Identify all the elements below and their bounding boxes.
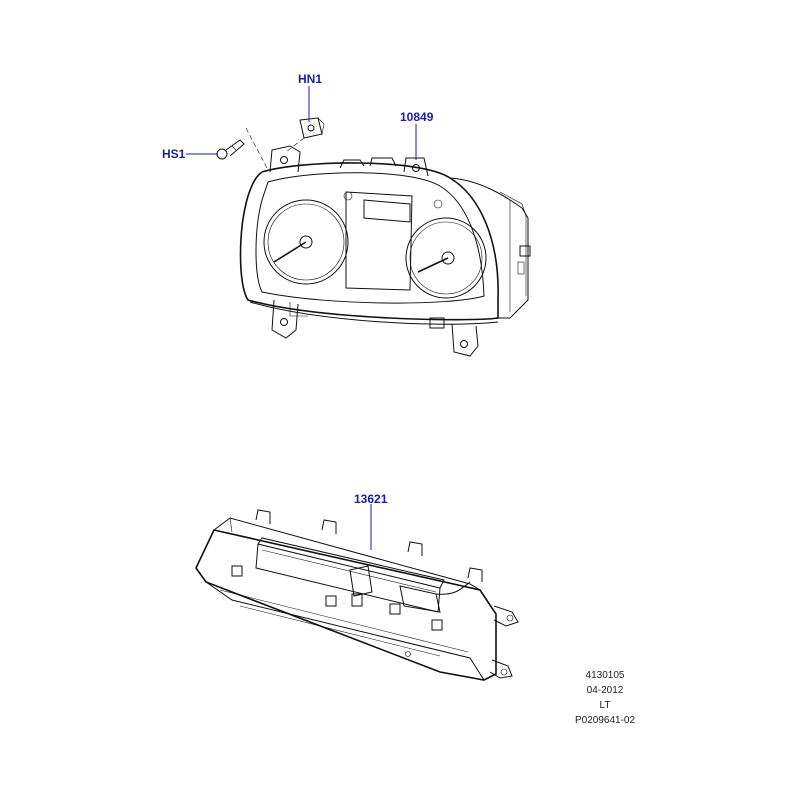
nut-hn1: [299, 117, 325, 139]
reference-block: 4130105 04-2012 LT P0209641-02: [560, 668, 650, 728]
callout-hn1[interactable]: HN1: [298, 72, 323, 86]
callout-10849[interactable]: 10849: [400, 110, 434, 124]
reference-drawing-id: P0209641-02: [574, 715, 636, 726]
reference-illustration-number: 4130105: [585, 670, 625, 681]
assembly-lines: [245, 127, 305, 171]
callout-13621[interactable]: 13621: [354, 492, 388, 506]
screw-hs1: [216, 139, 245, 160]
instrument-cluster-10849: [239, 145, 531, 357]
reference-date: 04-2012: [586, 685, 624, 696]
reference-code: LT: [599, 700, 611, 711]
callout-hs1[interactable]: HS1: [162, 147, 186, 161]
display-module-13621: [195, 509, 519, 681]
leader-lines: [186, 86, 417, 550]
